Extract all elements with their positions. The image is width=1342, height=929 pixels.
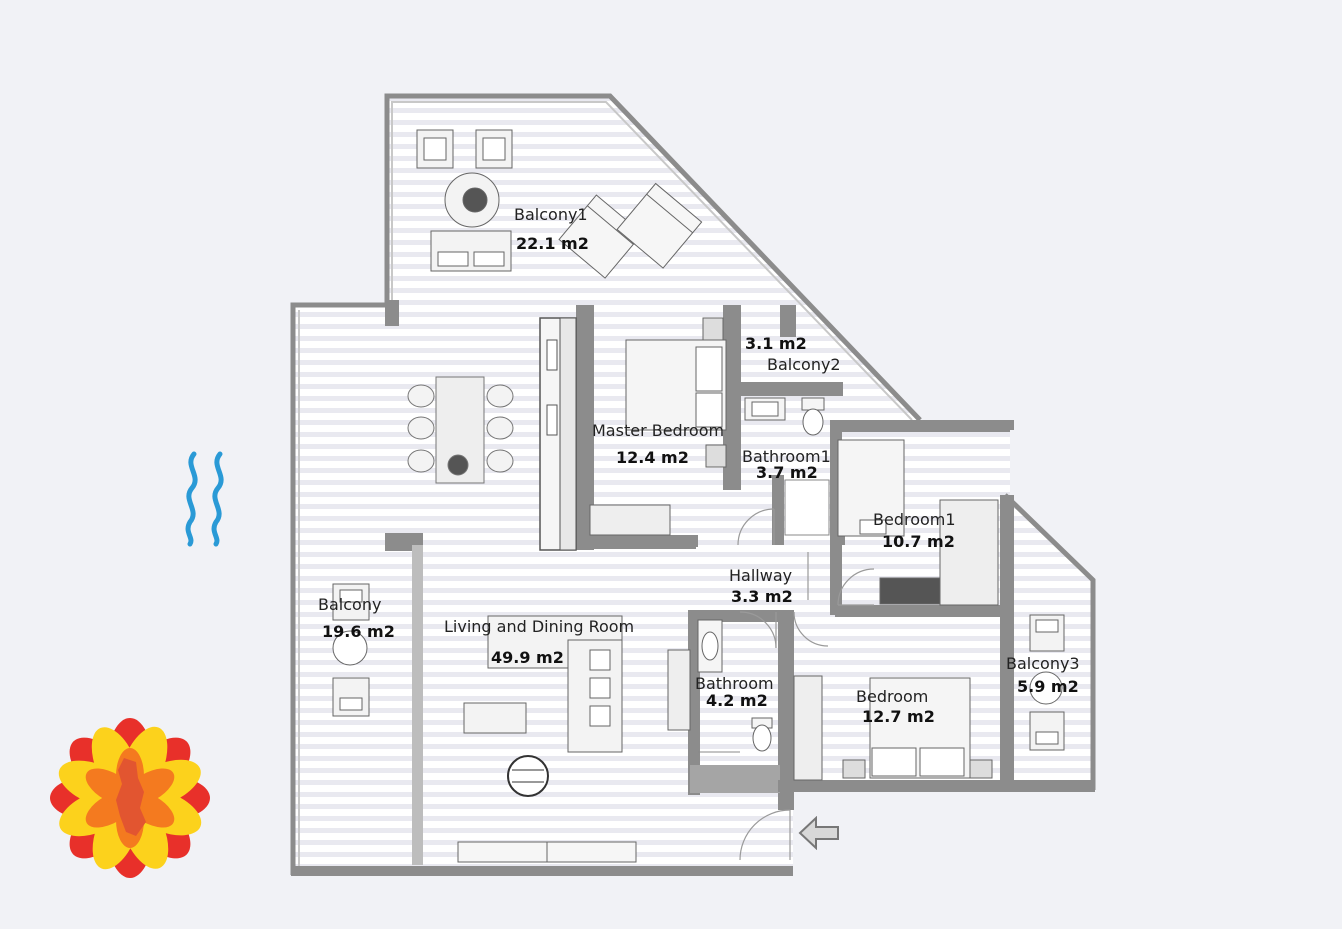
bedroom-name: Bedroom <box>856 687 929 706</box>
master-bed <box>589 317 727 536</box>
bedroom1-area: 10.7 m2 <box>882 532 955 551</box>
bathroom-area: 4.2 m2 <box>706 691 768 710</box>
balcony3-furniture <box>1029 614 1065 751</box>
balcony1-railing <box>384 93 922 422</box>
bathroom1-fixtures <box>744 397 830 536</box>
bedroom1-furniture <box>837 439 999 606</box>
living-furniture <box>457 615 691 863</box>
balcony2-area: 3.1 m2 <box>745 334 807 353</box>
door-swings <box>737 508 875 861</box>
bedroom-area: 12.7 m2 <box>862 707 935 726</box>
balcony-railing <box>290 302 387 875</box>
kitchen-counter <box>539 317 577 551</box>
master-bedroom-name: Master Bedroom <box>592 421 725 440</box>
master-left-wall <box>576 305 594 550</box>
balcony-area: 19.6 m2 <box>322 622 395 641</box>
hallway-area: 3.3 m2 <box>731 587 793 606</box>
bottom-wall <box>291 866 793 876</box>
walls <box>290 93 1096 876</box>
balcony1-name: Balcony1 <box>514 205 588 224</box>
balcony2-name: Balcony2 <box>767 355 841 374</box>
balcony3-area: 5.9 m2 <box>1017 677 1079 696</box>
balcony-name: Balcony <box>318 595 382 614</box>
hallway-name: Hallway <box>729 566 793 585</box>
living-room-area: 49.9 m2 <box>491 648 564 667</box>
logo-icon <box>50 718 210 878</box>
bathroom-fixtures <box>697 619 773 753</box>
bedroom1-name: Bedroom1 <box>873 510 956 529</box>
balcony1-area: 22.1 m2 <box>516 234 589 253</box>
dining-table <box>407 376 514 484</box>
bathroom-name: Bathroom <box>695 674 774 693</box>
master-bedroom-area: 12.4 m2 <box>616 448 689 467</box>
bathroom1-name: Bathroom1 <box>742 447 831 466</box>
bathroom-wall <box>688 610 700 795</box>
living-room-name: Living and Dining Room <box>444 617 635 636</box>
bedroom-furniture <box>793 675 993 781</box>
balcony3-name: Balcony3 <box>1006 654 1080 673</box>
balcony1-furniture <box>416 129 703 279</box>
bathroom1-area: 3.7 m2 <box>756 463 818 482</box>
entrance-arrow-icon <box>798 816 839 850</box>
balcony-furniture <box>332 583 370 717</box>
sea-waves-icon <box>185 451 224 547</box>
